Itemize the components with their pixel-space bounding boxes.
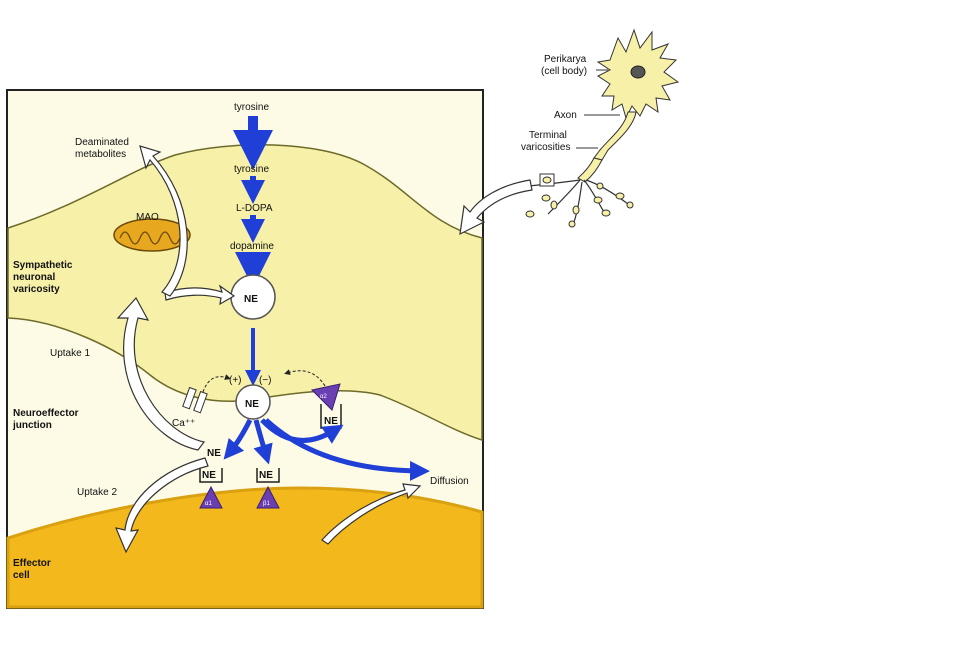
hollow-arrows (115, 145, 422, 554)
neuron-leader-lines (576, 69, 620, 149)
ne-alpha2-label: NE (324, 416, 338, 427)
perikarya-label-1: Perikarya (544, 54, 587, 65)
vesicle-uptake-arrow (164, 284, 236, 306)
zoom-pointer-arrow (459, 179, 533, 236)
sympathetic-label-2: neuronal (13, 272, 55, 283)
effector-cell (6, 486, 484, 609)
uptake1-label: Uptake 1 (50, 348, 90, 359)
alpha2-receptor (310, 383, 341, 411)
sympathetic-label-1: Sympathetic (13, 260, 73, 271)
beta1-receptor-label: β1 (263, 501, 270, 507)
axon-lower (577, 157, 603, 183)
alpha2-receptor-label: α2 (320, 394, 327, 400)
ne-release-label: NE (245, 399, 259, 410)
deaminated-label-1: Deaminated (75, 137, 129, 148)
deaminated-arrow (139, 145, 188, 297)
effector-diffusion-arrow (321, 483, 422, 545)
deaminated-label-2: metabolites (75, 149, 126, 160)
effector-label-1: Effector (13, 558, 51, 569)
axon (593, 111, 637, 161)
dopamine-label: dopamine (230, 241, 274, 252)
effector-label-2: cell (13, 570, 30, 581)
plus-label: (+) (229, 375, 242, 386)
terminal-label-1: Terminal (529, 130, 567, 141)
neuron-illustration (513, 28, 680, 228)
calcium-label: Ca⁺⁺ (172, 418, 195, 429)
mao-mitochondrion (113, 218, 191, 252)
tyrosine-label: tyrosine (234, 164, 269, 175)
beta1-receptor (256, 485, 280, 509)
diffusion-label: Diffusion (430, 476, 469, 487)
ne-vesicle-label: NE (244, 294, 258, 305)
alpha1-receptor-label: α1 (205, 501, 212, 507)
uptake1-arrow (116, 296, 206, 451)
minus-label: (−) (259, 375, 272, 386)
ne-alpha1-label: NE (202, 470, 216, 481)
neuroeffector-label-2: junction (12, 420, 52, 431)
beta1-bracket (256, 468, 280, 483)
sympathetic-label-3: varicosity (13, 284, 60, 295)
ca-feedback-arrow (202, 374, 231, 393)
mao-label: MAO (136, 212, 159, 223)
release-arrows (223, 418, 430, 481)
perikarya-label-2: (cell body) (541, 66, 587, 77)
alpha1-receptor (199, 485, 223, 509)
ne-beta1-label: NE (259, 470, 273, 481)
alpha1-bracket (199, 468, 223, 483)
terminal-label-2: varicosities (521, 142, 570, 153)
axon-label: Axon (554, 110, 577, 121)
l-dopa-label: L-DOPA (236, 203, 273, 214)
neuroeffector-label-1: Neuroeffector (13, 408, 79, 419)
calcium-channel (182, 386, 208, 414)
ne-release-vesicle (235, 384, 271, 420)
uptake2-label: Uptake 2 (77, 487, 117, 498)
tyrosine-top-label: tyrosine (234, 102, 269, 113)
nucleus (630, 65, 646, 79)
alpha2-feedback-arrow (284, 369, 326, 387)
uptake2-arrow (115, 457, 209, 554)
ne-cleft-label: NE (207, 448, 221, 459)
